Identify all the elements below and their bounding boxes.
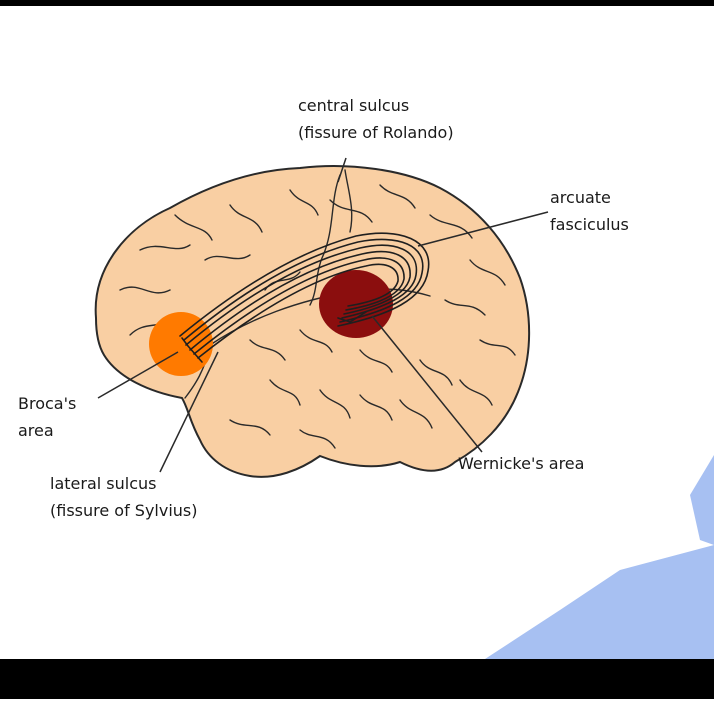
leader-broca: [97, 351, 179, 399]
label-arcuate-fasciculus: arcuate fasciculus: [550, 184, 629, 238]
leader-arcuate: [417, 211, 549, 247]
bottom-frame-bar: [0, 659, 714, 699]
label-arcuate-line2: fasciculus: [550, 215, 629, 234]
corner-shape-small: [690, 455, 714, 545]
leader-lateral-sulcus: [159, 351, 219, 473]
label-arcuate-line1: arcuate: [550, 188, 611, 207]
leader-lines: [97, 157, 549, 473]
label-lateral-sulcus-line2: (fissure of Sylvius): [50, 501, 198, 520]
label-broca-line1: Broca's: [18, 394, 77, 413]
label-lateral-sulcus-line1: lateral sulcus: [50, 474, 157, 493]
corner-shape-large: [485, 545, 714, 659]
top-frame-bar: [0, 0, 714, 6]
leader-wernicke: [371, 315, 483, 453]
label-central-sulcus-line1: central sulcus: [298, 96, 410, 115]
arcuate-fasciculus-bundle: [179, 232, 430, 363]
label-wernicke-line1: Wernicke's area: [458, 454, 585, 473]
label-broca-line2: area: [18, 421, 54, 440]
label-central-sulcus: central sulcus (fissure of Rolando): [298, 92, 454, 146]
leader-central-sulcus: [337, 157, 347, 183]
label-broca-area: Broca's area: [18, 390, 76, 444]
label-lateral-sulcus: lateral sulcus (fissure of Sylvius): [50, 470, 198, 524]
label-central-sulcus-line2: (fissure of Rolando): [298, 123, 454, 142]
label-wernicke-area: Wernicke's area: [458, 450, 584, 477]
broca-area-region: [149, 312, 213, 376]
